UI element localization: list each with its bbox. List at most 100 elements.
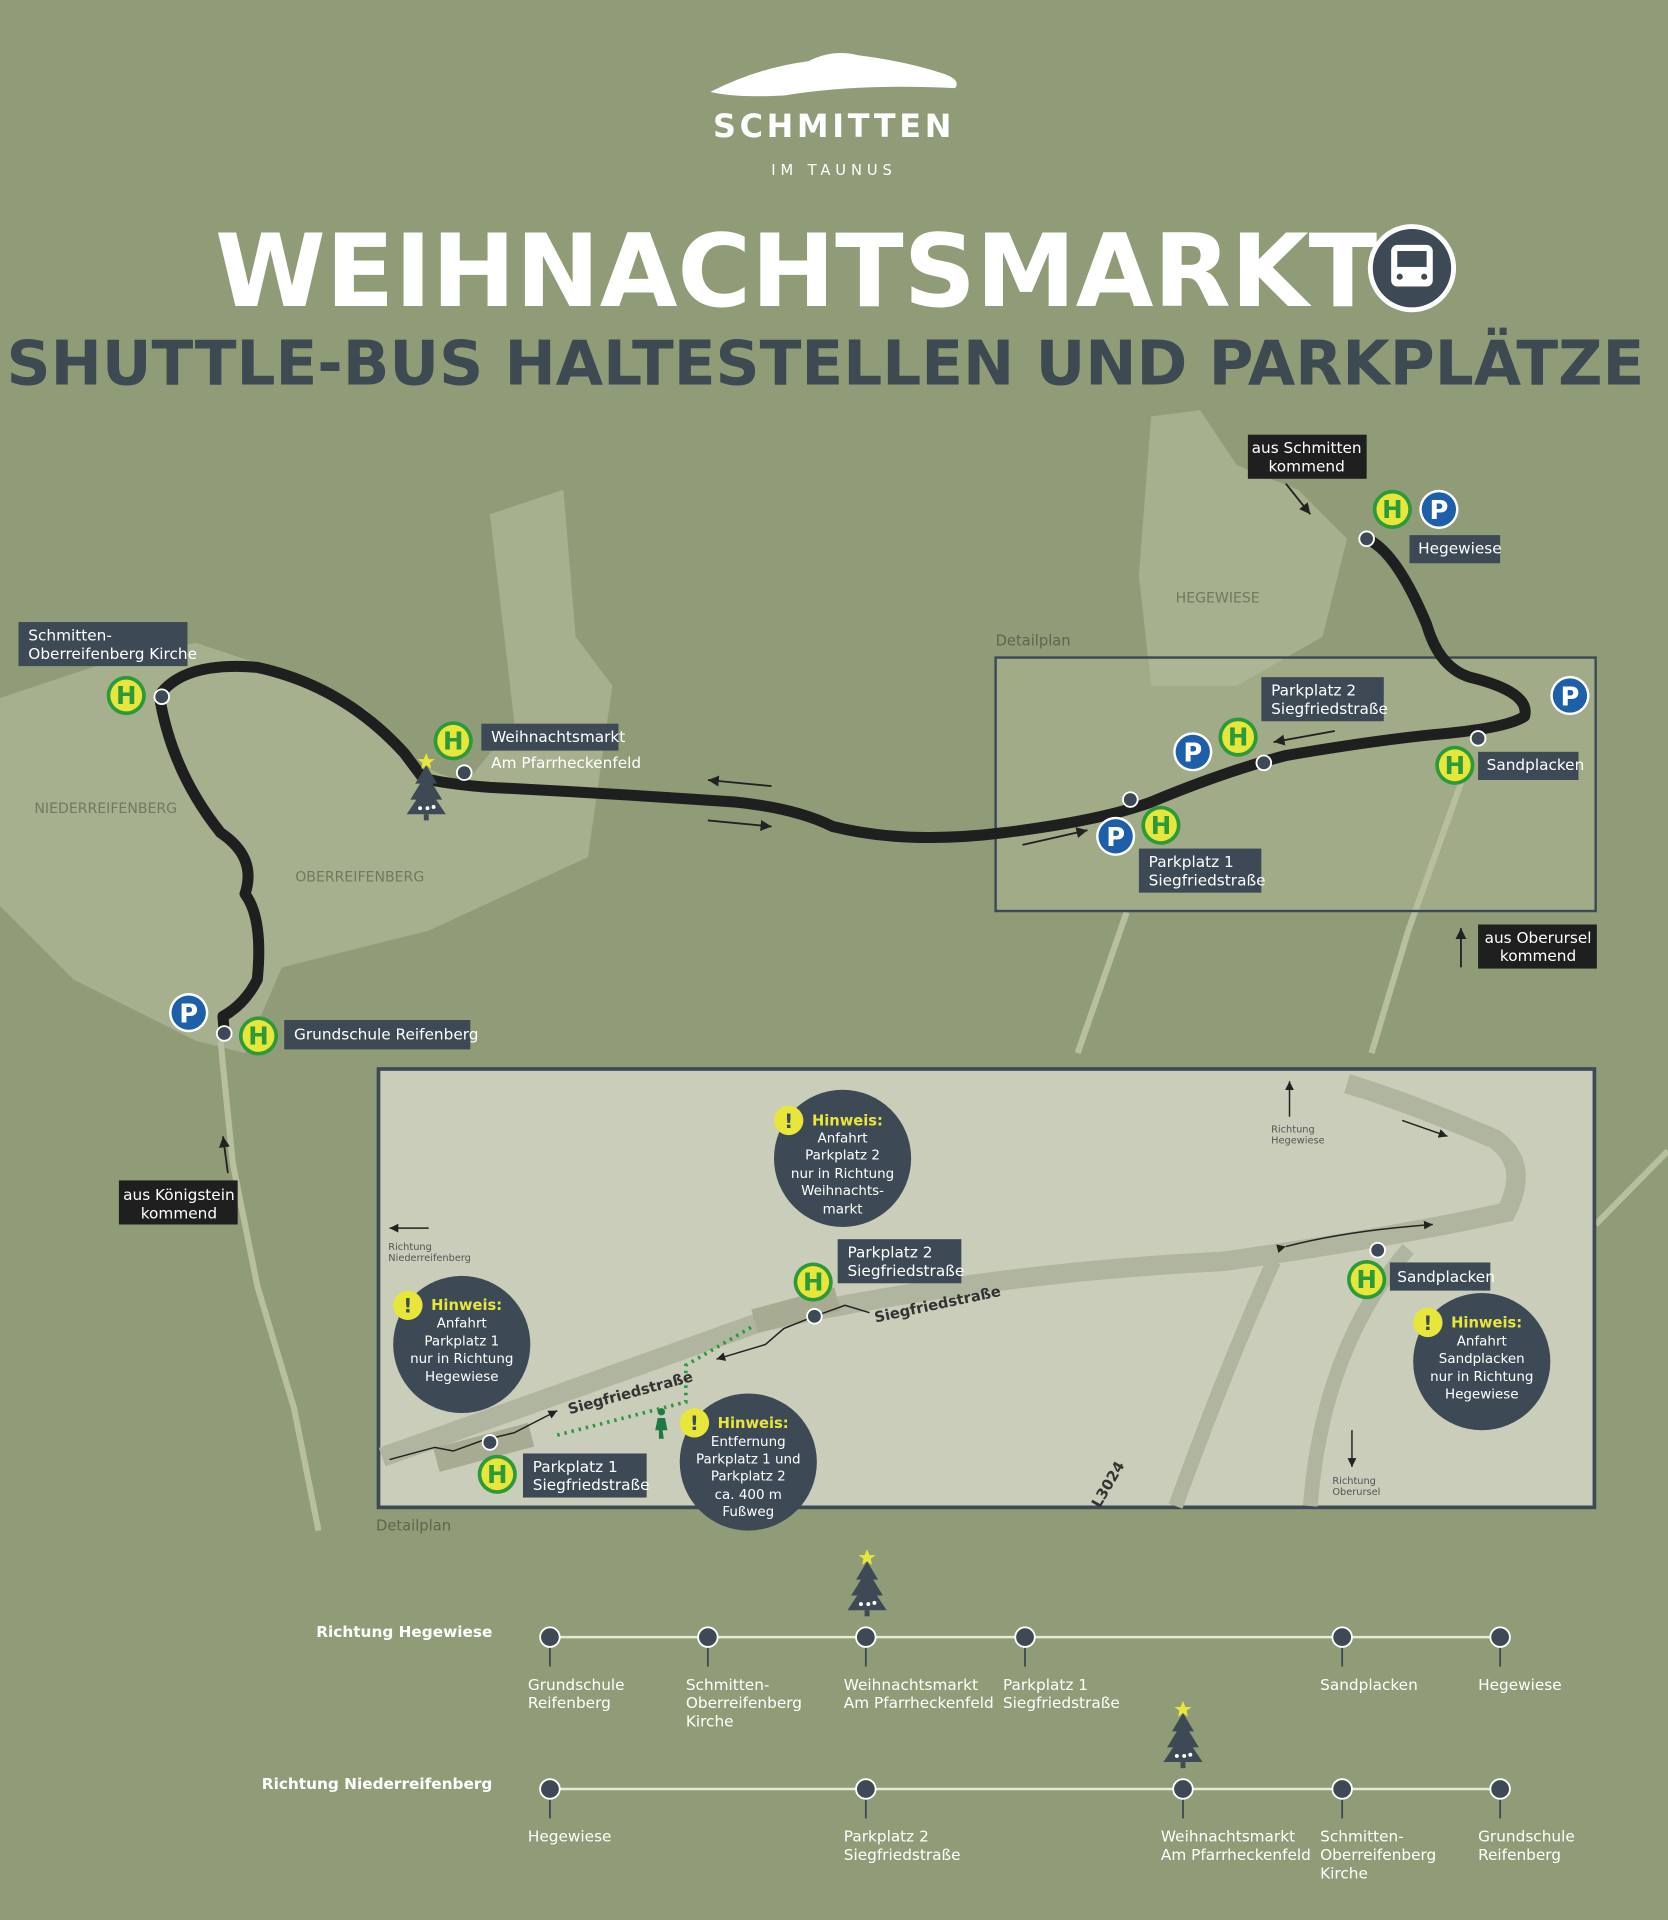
timeline-stop-label: Oberreifenberg xyxy=(1320,1846,1436,1864)
detail-label-sandplacken: Sandplacken xyxy=(1389,1262,1495,1291)
timeline-stop-label: Kirche xyxy=(686,1713,734,1731)
timeline-stop xyxy=(1489,1626,1511,1648)
direction-arrows xyxy=(218,483,1467,1174)
detail-frame-overview xyxy=(994,656,1597,913)
bus-stop-icon[interactable] xyxy=(1372,489,1412,529)
svg-text:Oberursel: Oberursel xyxy=(1332,1487,1380,1498)
parking-icon[interactable] xyxy=(1419,489,1459,529)
warning-icon: ! xyxy=(784,1110,793,1133)
detailplan-label-top: Detailplan xyxy=(996,632,1071,649)
label-hegewiese: Hegewiese xyxy=(1409,535,1502,564)
warning-icon: ! xyxy=(403,1295,412,1318)
bus-stop-icon[interactable] xyxy=(1218,717,1258,757)
svg-text:nur in Richtung: nur in Richtung xyxy=(1430,1370,1533,1385)
parking-icon[interactable] xyxy=(1550,675,1590,716)
arrival-oberursel: aus Oberursel kommend xyxy=(1478,924,1597,969)
page-title: WEIHNACHTSMARKT xyxy=(215,213,1377,330)
minor-roads xyxy=(217,758,1668,1532)
svg-text:Hegewiese: Hegewiese xyxy=(1445,1387,1519,1402)
svg-text:Entfernung: Entfernung xyxy=(711,1435,786,1450)
bus-stop-icon[interactable] xyxy=(1141,805,1181,845)
svg-text:Richtung: Richtung xyxy=(388,1242,432,1253)
svg-text:Hinweis:: Hinweis: xyxy=(812,1112,883,1129)
town-oberreifenberg: OBERREIFENBERG xyxy=(295,870,424,886)
brand-sub: IM TAUNUS xyxy=(771,162,896,179)
timeline-stop-label: Reifenberg xyxy=(528,1694,611,1712)
svg-text:Hinweis:: Hinweis: xyxy=(718,1415,789,1432)
timeline-label: Richtung Hegewiese xyxy=(316,1623,492,1641)
svg-text:Am Pfarrheckenfeld: Am Pfarrheckenfeld xyxy=(491,754,641,772)
svg-text:Parkplatz 2: Parkplatz 2 xyxy=(847,1244,932,1262)
timeline-stop-label: Siegfriedstraße xyxy=(1003,1694,1120,1712)
timeline-stop xyxy=(1489,1778,1511,1800)
page-subtitle: SHUTTLE-BUS HALTESTELLEN UND PARKPLÄTZE xyxy=(7,327,1645,399)
timeline-stop-label: Grundschule xyxy=(1478,1828,1575,1846)
svg-text:Fußweg: Fußweg xyxy=(722,1505,774,1520)
svg-text:Siegfriedstraße: Siegfriedstraße xyxy=(1271,700,1388,718)
label-kirche: Schmitten- Oberreifenberg Kirche xyxy=(18,622,197,667)
timeline-stop xyxy=(539,1778,561,1800)
svg-text:aus Königstein: aus Königstein xyxy=(123,1186,235,1204)
svg-text:Hegewiese: Hegewiese xyxy=(1271,1136,1324,1147)
timeline-stop xyxy=(539,1626,561,1648)
svg-text:Schmitten-: Schmitten- xyxy=(28,626,112,644)
detailplan-label-bottom: Detailplan xyxy=(376,1518,451,1535)
schmitten-logo: SCHMITTEN IM TAUNUS xyxy=(710,53,957,179)
svg-text:Parkplatz 2: Parkplatz 2 xyxy=(805,1149,880,1164)
svg-text:Sandplacken: Sandplacken xyxy=(1439,1352,1525,1367)
svg-text:Weihnachtsmarkt: Weihnachtsmarkt xyxy=(491,728,625,746)
timeline-stop-label: Weihnachtsmarkt xyxy=(1161,1828,1295,1846)
label-weihnachtsmarkt: Weihnachtsmarkt Am Pfarrheckenfeld xyxy=(481,723,641,772)
timeline-stop-label: Schmitten- xyxy=(686,1676,770,1694)
bus-stop-icon[interactable] xyxy=(1347,1260,1387,1300)
timeline-stop-label: Kirche xyxy=(1320,1864,1368,1882)
svg-text:kommend: kommend xyxy=(1269,457,1345,475)
timeline-stop-label: Parkplatz 1 xyxy=(1003,1676,1088,1694)
bus-stop-icon[interactable] xyxy=(793,1262,833,1302)
timeline-stop-label: Sandplacken xyxy=(1320,1676,1418,1694)
svg-text:Parkplatz 1: Parkplatz 1 xyxy=(1149,853,1234,871)
bus-stop-icon[interactable] xyxy=(1435,745,1475,785)
timeline-stop xyxy=(697,1626,719,1648)
svg-text:Hegewiese: Hegewiese xyxy=(1418,539,1502,557)
svg-text:Hinweis:: Hinweis: xyxy=(431,1297,502,1314)
svg-text:Anfahrt: Anfahrt xyxy=(1457,1335,1507,1350)
walking-person-icon xyxy=(655,1408,668,1439)
timeline-stop xyxy=(855,1626,877,1648)
label-parkplatz1: Parkplatz 1 Siegfriedstraße xyxy=(1138,848,1266,893)
town-labels: NIEDERREIFENBERG OBERREIFENBERG HEGEWIES… xyxy=(34,590,1259,885)
parking-icon[interactable] xyxy=(1096,816,1136,856)
timeline-stop-label: Am Pfarrheckenfeld xyxy=(1161,1846,1311,1864)
label-parkplatz2: Parkplatz 2 Siegfriedstraße xyxy=(1261,677,1388,722)
timeline-stop-label: Weihnachtsmarkt xyxy=(844,1676,978,1694)
svg-text:Oberreifenberg Kirche: Oberreifenberg Kirche xyxy=(28,645,197,663)
arrival-schmitten: aus Schmitten kommend xyxy=(1247,434,1367,479)
parking-icon[interactable] xyxy=(1173,732,1213,772)
bus-stop-icon[interactable] xyxy=(106,675,146,716)
svg-text:Siegfriedstraße: Siegfriedstraße xyxy=(1149,871,1266,889)
timeline-stop-label: Reifenberg xyxy=(1478,1846,1561,1864)
svg-text:nur in Richtung: nur in Richtung xyxy=(791,1167,894,1182)
svg-text:Parkplatz 1: Parkplatz 1 xyxy=(424,1335,499,1350)
bus-stop-icon[interactable] xyxy=(477,1454,517,1494)
parking-icon[interactable] xyxy=(169,993,209,1033)
svg-text:Anfahrt: Anfahrt xyxy=(818,1131,868,1146)
bus-stop-icon[interactable] xyxy=(238,1016,279,1056)
brand-name: SCHMITTEN xyxy=(713,107,955,145)
timeline-stop-label: Hegewiese xyxy=(528,1828,612,1846)
timeline-stop-label: Siegfriedstraße xyxy=(844,1846,961,1864)
timeline-stop-label: Am Pfarrheckenfeld xyxy=(844,1694,994,1712)
timeline-richtung-hegewiese: Richtung Hegewiese GrundschuleReifenberg… xyxy=(316,1623,1561,1730)
svg-text:nur in Richtung: nur in Richtung xyxy=(410,1352,513,1367)
label-grundschule: Grundschule Reifenberg xyxy=(284,1020,478,1050)
svg-text:Niederreifenberg: Niederreifenberg xyxy=(388,1253,471,1264)
svg-text:Siegfriedstraße: Siegfriedstraße xyxy=(847,1262,964,1280)
svg-text:Sandplacken: Sandplacken xyxy=(1397,1268,1495,1286)
bus-stop-icon[interactable] xyxy=(433,721,473,761)
svg-text:Siegfriedstraße: Siegfriedstraße xyxy=(533,1476,650,1494)
svg-text:Richtung: Richtung xyxy=(1271,1125,1315,1136)
